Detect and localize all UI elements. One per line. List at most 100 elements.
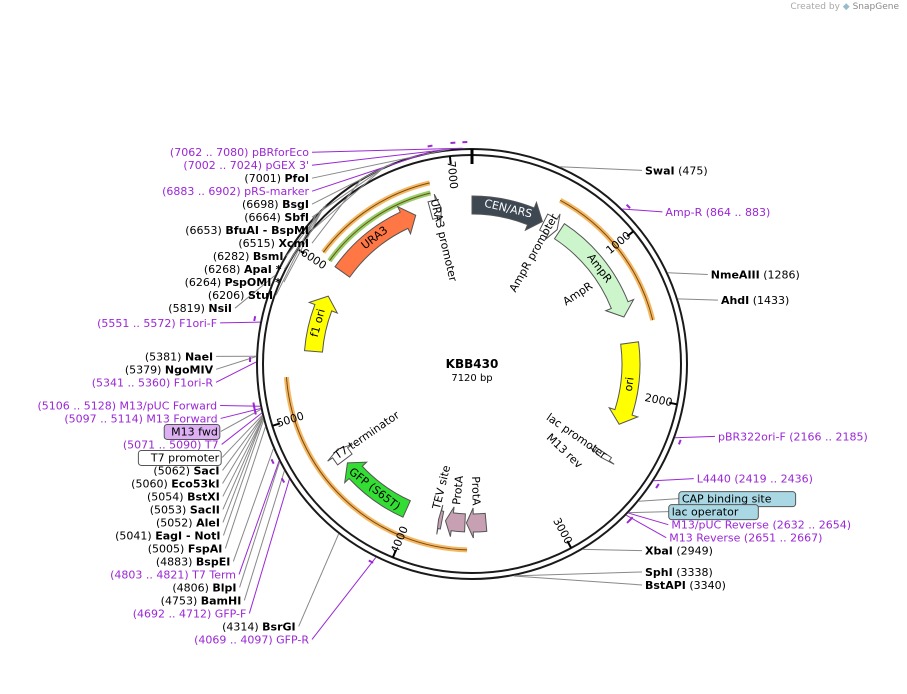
site-label: (5819) NsiI — [168, 302, 232, 315]
site-f1ori-f[interactable]: (5551 .. 5572) F1ori-F — [97, 317, 217, 330]
leader-line — [298, 533, 340, 627]
feature-lac-promoter[interactable] — [589, 446, 615, 465]
feature-gfp-s65t[interactable] — [344, 461, 412, 518]
feature-f1-ori[interactable] — [303, 295, 339, 353]
site-m13-puc-forward[interactable]: (5106 .. 5128) M13/pUC Forward — [37, 399, 217, 412]
site-pgex-3[interactable]: (7002 .. 7024) pGEX 3' — [183, 159, 309, 172]
site-label: M13 fwd — [171, 425, 218, 438]
site-label: (7062 .. 7080) pBRforEco — [170, 146, 309, 159]
leader-line — [625, 514, 667, 539]
site-t7-term[interactable]: (4803 .. 4821) T7 Term — [110, 568, 236, 581]
leader-line — [667, 272, 708, 275]
site-sacii[interactable]: (5053) SacII — [150, 503, 220, 516]
leader-line — [223, 420, 264, 536]
site-label: T7 promoter — [150, 451, 220, 464]
site-pbr322ori-f[interactable]: pBR322ori-F (2166 .. 2185) — [718, 430, 868, 443]
feature-cen-ars[interactable] — [471, 195, 544, 232]
site-sbfi[interactable]: (6664) SbfI — [244, 211, 309, 224]
site-bstxi[interactable]: (5054) BstXI — [147, 490, 220, 503]
site-nmeaiii[interactable]: NmeAIII (1286) — [711, 268, 800, 281]
site-bsmi[interactable]: (6282) BsmI — [213, 250, 284, 263]
feature-prota[interactable] — [444, 506, 466, 537]
site-label: (5381) NaeI — [145, 350, 213, 363]
site-fspai[interactable]: (5005) FspAI — [148, 542, 223, 555]
primer-mark — [625, 203, 631, 209]
site-m13-reverse[interactable]: M13 Reverse (2651 .. 2667) — [669, 532, 822, 545]
site-label: (5551 .. 5572) F1ori-F — [97, 317, 217, 330]
site-label: (5071 .. 5090) T7 — [123, 438, 219, 451]
site-bstapi[interactable]: BstAPI (3340) — [645, 579, 726, 592]
site-pbrforeco[interactable]: (7062 .. 7080) pBRforEco — [170, 146, 309, 159]
site-label: BstAPI (3340) — [645, 579, 726, 592]
inner-label: ProtA — [469, 476, 483, 506]
site-cap-binding-site[interactable]: CAP binding site — [678, 491, 797, 508]
site-m13-forward[interactable]: (5097 .. 5114) M13 Forward — [64, 412, 217, 425]
leader-line — [677, 298, 718, 301]
site-t7[interactable]: (5071 .. 5090) T7 — [123, 438, 219, 451]
leader-line — [234, 275, 276, 309]
feature-ampr-promoter[interactable] — [538, 213, 561, 241]
site-saci[interactable]: (5062) SacI — [153, 464, 219, 477]
site-m13-fwd[interactable]: M13 fwd — [163, 423, 221, 440]
site-bsgi[interactable]: (6698) BsgI — [242, 198, 309, 211]
site-bfuai-bspmi[interactable]: (6653) BfuAI - BspMI — [185, 224, 309, 237]
leader-line — [221, 412, 262, 445]
site-bspei[interactable]: (4883) BspEI — [156, 555, 231, 568]
label-box — [163, 423, 221, 440]
leader-line — [311, 165, 386, 231]
site-eagi-noti[interactable]: (5041) EagI - NotI — [115, 529, 220, 542]
site-f1ori-r[interactable]: (5341 .. 5360) F1ori-R — [92, 376, 214, 389]
leader-line — [275, 214, 317, 296]
feature-ura3[interactable] — [334, 205, 417, 278]
site-pfoi[interactable]: (7001) PfoI — [244, 172, 309, 185]
site-label: (5106 .. 5128) M13/pUC Forward — [37, 399, 217, 412]
site-ahdi[interactable]: AhdI (1433) — [721, 294, 789, 307]
feature-t7-terminator[interactable] — [327, 443, 353, 466]
site-blpi[interactable]: (4806) BlpI — [172, 581, 236, 594]
site-label: (6883 .. 6902) pRS-marker — [162, 185, 309, 198]
site-swai[interactable]: SwaI (475) — [645, 164, 708, 177]
feature-ampr[interactable] — [553, 223, 635, 318]
site-pspomi[interactable]: (6264) PspOMI * — [185, 276, 282, 289]
site-label: (5052) AleI — [156, 516, 220, 529]
site-apai[interactable]: (6268) ApaI * — [204, 263, 282, 276]
site-label: SphI (3338) — [645, 566, 713, 579]
site-label: (7002 .. 7024) pGEX 3' — [183, 159, 309, 172]
feature-ura3-promoter[interactable] — [427, 193, 442, 224]
site-alei[interactable]: (5052) AleI — [156, 516, 220, 529]
site-l4440[interactable]: L4440 (2419 .. 2436) — [697, 473, 813, 486]
site-label: (5041) EagI - NotI — [115, 529, 220, 542]
site-label: (4883) BspEI — [156, 555, 231, 568]
primer-mark — [368, 559, 374, 564]
feature-label: ori — [622, 376, 637, 392]
site-bamhi[interactable]: (4753) BamHI — [161, 594, 242, 607]
primer-mark — [252, 404, 256, 410]
leader-line — [311, 557, 377, 640]
site-sphi[interactable]: SphI (3338) — [645, 566, 713, 579]
site-lac-operator[interactable]: lac operator — [668, 504, 759, 521]
site-t7-promoter[interactable]: T7 promoter — [137, 449, 222, 466]
site-label: (6698) BsgI — [242, 198, 309, 211]
site-prs-marker[interactable]: (6883 .. 6902) pRS-marker — [162, 185, 309, 198]
site-bsrgi[interactable]: (4314) BsrGI — [222, 620, 296, 633]
primer-mark — [253, 409, 257, 415]
site-eco53ki[interactable]: (5060) Eco53kI — [131, 477, 219, 490]
site-gfp-r[interactable]: (4069 .. 4097) GFP-R — [194, 633, 309, 646]
site-ngomiv[interactable]: (5379) NgoMIV — [125, 363, 214, 376]
feature-ori[interactable] — [608, 341, 641, 425]
feature-prota[interactable] — [465, 507, 488, 539]
site-m13-puc-reverse[interactable]: M13/pUC Reverse (2632 .. 2654) — [671, 519, 851, 532]
site-xbai[interactable]: XbaI (2949) — [645, 545, 713, 558]
feature-tev-site[interactable] — [436, 504, 445, 535]
site-amp-r[interactable]: Amp-R (864 .. 883) — [665, 206, 770, 219]
site-xcmi[interactable]: (6515) XcmI — [238, 237, 309, 250]
site-naei[interactable]: (5381) NaeI — [145, 350, 213, 363]
orf-line — [322, 182, 430, 253]
tick-4000 — [391, 549, 397, 558]
tick-3000 — [566, 540, 573, 549]
site-nsii[interactable]: (5819) NsiI — [168, 302, 232, 315]
site-stui[interactable]: (6206) StuI — [208, 289, 273, 302]
site-gfp-f[interactable]: (4692 .. 4712) GFP-F — [133, 607, 247, 620]
site-label: (4806) BlpI — [172, 581, 236, 594]
leader-lines — [215, 141, 718, 640]
